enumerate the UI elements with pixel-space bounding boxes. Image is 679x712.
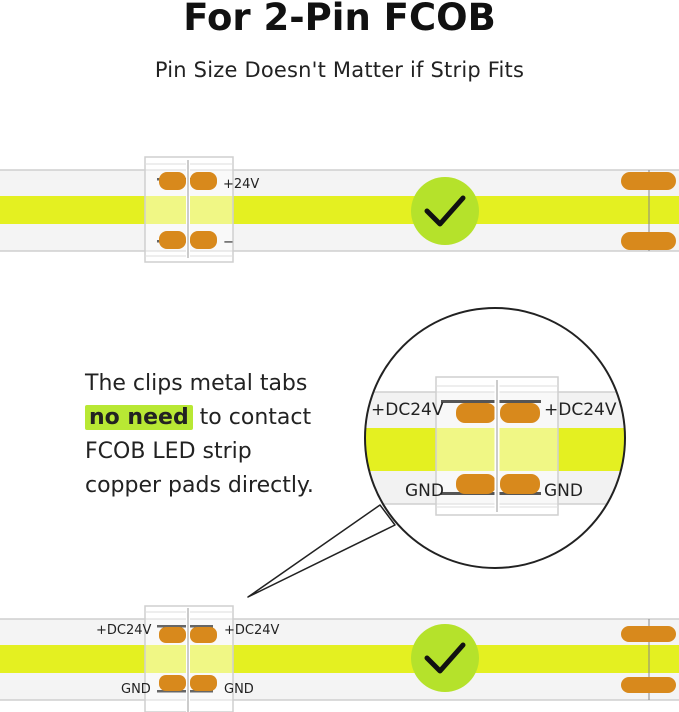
top-negative-label: − bbox=[223, 235, 234, 250]
bottom-right-positive-label: +DC24V bbox=[224, 623, 280, 638]
page-title: For 2-Pin FCOB bbox=[183, 0, 496, 39]
copper-pad bbox=[621, 626, 676, 642]
explanation-text: The clips metal tabs no need to contact … bbox=[85, 367, 375, 503]
zoom-right-positive-label: +DC24V bbox=[544, 400, 617, 420]
caption-line-1: The clips metal tabs bbox=[85, 371, 308, 396]
caption-line-4: copper pads directly. bbox=[85, 473, 314, 498]
top-positive-label: +24V bbox=[223, 177, 259, 192]
copper-pad bbox=[621, 677, 676, 693]
zoom-left-ground-label: GND bbox=[405, 481, 444, 501]
bottom-left-ground-label: GND bbox=[121, 682, 151, 697]
bottom-connector-clip bbox=[144, 605, 234, 712]
caption-line-3: FCOB LED strip bbox=[85, 439, 252, 464]
caption-line-2-rest: to contact bbox=[192, 405, 312, 430]
caption-highlight: no need bbox=[85, 405, 193, 430]
page-subtitle: Pin Size Doesn't Matter if Strip Fits bbox=[154, 58, 525, 82]
zoom-view bbox=[365, 308, 625, 568]
zoom-right-ground-label: GND bbox=[544, 481, 583, 501]
caption-line-2: no need to contact bbox=[85, 401, 375, 435]
top-connector-clip bbox=[144, 156, 234, 263]
check-icon bbox=[411, 177, 479, 245]
copper-pad bbox=[621, 232, 676, 250]
bottom-left-positive-label: +DC24V bbox=[96, 623, 152, 638]
top-led-strip bbox=[0, 169, 679, 252]
zoom-left-positive-label: +DC24V bbox=[371, 400, 444, 420]
copper-pad bbox=[621, 172, 676, 190]
check-icon bbox=[411, 624, 479, 692]
bottom-right-ground-label: GND bbox=[224, 682, 254, 697]
bottom-led-strip bbox=[0, 618, 679, 701]
